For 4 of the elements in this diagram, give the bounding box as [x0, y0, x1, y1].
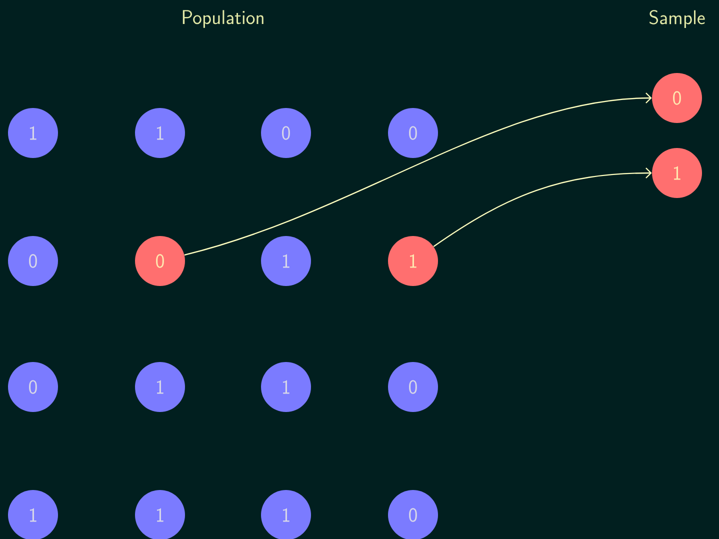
heading: Sample: [650, 10, 705, 28]
arrow: [433, 168, 652, 248]
arrow: [184, 92, 652, 256]
heading: Population: [182, 10, 264, 28]
